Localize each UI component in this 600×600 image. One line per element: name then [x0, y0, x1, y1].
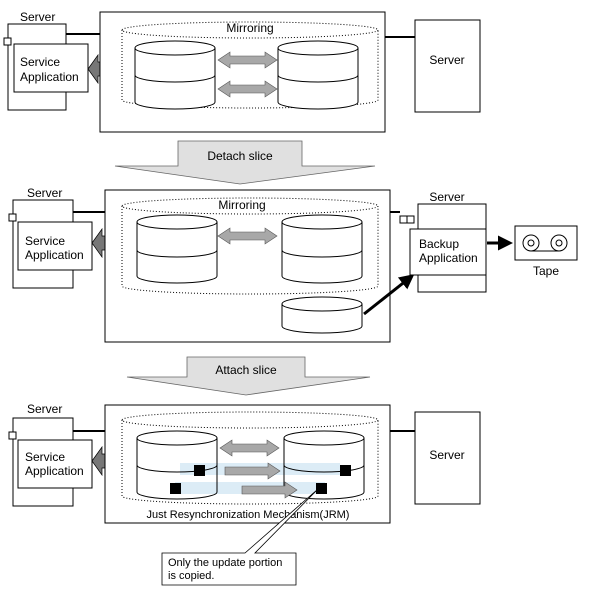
mirror-arrow-2	[217, 80, 278, 98]
panel-3: Server Service Application Just Res	[8, 402, 481, 524]
tape-label: Tape	[533, 264, 559, 278]
server-right-box	[414, 19, 481, 113]
disk-right	[277, 40, 359, 110]
mirror-arrow	[217, 227, 278, 245]
update-block-right-2	[316, 483, 327, 494]
mirroring-label: Mirroring	[226, 21, 273, 35]
disk-right	[281, 214, 363, 284]
mirror-arrow	[219, 439, 280, 457]
mirror-arrow-1	[217, 51, 278, 69]
server-left-label: Server	[27, 402, 62, 416]
disk-left	[136, 430, 218, 500]
service-application-box	[13, 43, 89, 93]
attach-slice-banner: Attach slice	[126, 356, 371, 396]
mirror-group-outline	[121, 30, 379, 109]
backup-application-label-2: Application	[419, 251, 478, 265]
detach-slice-banner: Detach slice	[114, 140, 376, 185]
update-block-left-1	[194, 465, 205, 476]
tape-icon	[514, 225, 578, 261]
attach-slice-label: Attach slice	[215, 363, 277, 377]
callout: Only the update portion is copied.	[161, 488, 319, 586]
service-application-label-1: Service	[25, 450, 65, 464]
server-right-box	[414, 411, 481, 505]
backup-copy-arrow	[363, 274, 415, 316]
resync-arrow-2	[241, 481, 298, 499]
update-block-right-1	[340, 465, 351, 476]
server-left-label: Server	[27, 186, 62, 200]
disk-right	[283, 430, 365, 500]
mirroring-label: Mirroring	[218, 198, 265, 212]
update-block-left-2	[170, 483, 181, 494]
server-left-label: Server	[20, 10, 55, 24]
service-application-box	[17, 221, 93, 271]
panel-2: Server Service Application Mirroring Se	[8, 186, 578, 343]
service-application-label-1: Service	[20, 55, 60, 69]
backup-application-label-1: Backup	[419, 237, 459, 251]
service-application-box	[17, 439, 93, 489]
disk-left	[134, 40, 216, 110]
server-left-port	[8, 213, 17, 222]
service-application-label-2: Application	[20, 70, 79, 84]
server-right-port-2	[406, 215, 415, 224]
callout-line-2: is copied.	[168, 570, 214, 582]
service-application-label-2: Application	[25, 248, 84, 262]
panel-1: Server Service Application Mirroring Ser…	[3, 10, 481, 133]
detached-slice-disk	[281, 296, 363, 334]
detach-slice-label: Detach slice	[207, 149, 273, 163]
disk-left	[136, 214, 218, 284]
server-left-port	[3, 37, 12, 46]
resync-arrow-1	[224, 462, 281, 480]
mirror-group-outline	[121, 420, 379, 505]
jrm-label: Just Resynchronization Mechanism(JRM)	[147, 509, 350, 521]
service-application-label-1: Service	[25, 234, 65, 248]
callout-line-1: Only the update portion	[168, 557, 282, 569]
server-right-label: Server	[429, 448, 464, 462]
server-right-label: Server	[429, 190, 464, 204]
server-right-label: Server	[429, 53, 464, 67]
server-right-port-1	[399, 215, 408, 224]
server-left-port	[8, 431, 17, 440]
service-application-label-2: Application	[25, 464, 84, 478]
backup-application-box	[409, 228, 487, 276]
